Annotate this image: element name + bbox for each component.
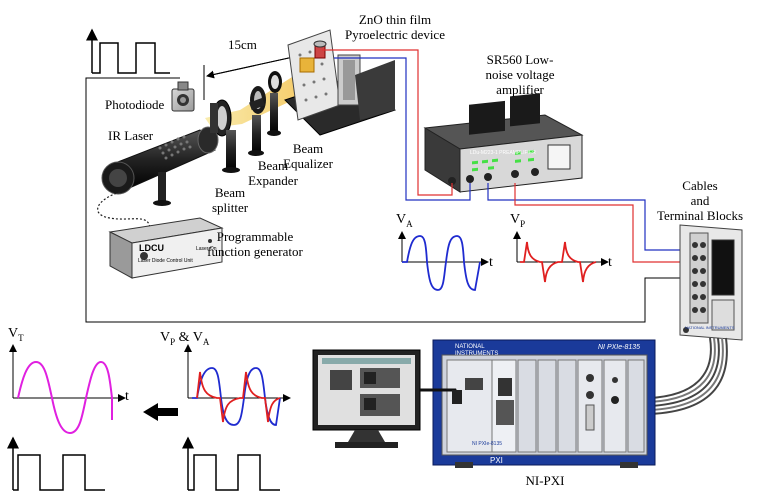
beam-splitter-label-2: splitter — [211, 200, 249, 215]
distance-label: 15cm — [228, 37, 257, 52]
vpva-label: VP & VA — [160, 330, 210, 347]
laser-cable — [97, 191, 151, 231]
pfg-label-2: function generator — [207, 244, 303, 259]
cables-label-2: and — [690, 193, 710, 208]
top-square-wave — [86, 28, 170, 74]
vt-t-label: t — [125, 389, 129, 404]
ir-laser-label: IR Laser — [108, 128, 154, 143]
beam-expander-label-1: Beam — [257, 158, 289, 173]
tb-brand-text: NATIONAL INSTRUMENTS — [685, 325, 735, 330]
monitor — [312, 349, 421, 448]
ni-pxi-chassis — [432, 339, 656, 468]
zno-label: ZnO thin film — [358, 12, 432, 27]
pyro-label: Pyroelectric device — [345, 27, 445, 42]
pxi-brand-2: INSTRUMENTS — [455, 351, 499, 357]
sr560-label-1: SR560 Low- — [486, 52, 554, 67]
flow-arrow-left — [143, 403, 178, 421]
ldcu-text: LDCU — [139, 243, 164, 253]
pfg-label-1: Programmable — [216, 229, 294, 244]
signal-wires — [322, 49, 680, 263]
monitor-connector — [452, 390, 462, 404]
beam-expander — [248, 71, 282, 156]
va-waveform — [398, 231, 489, 291]
ribbon-cable — [649, 337, 728, 415]
sr560-label-2: noise voltage — [485, 67, 555, 82]
pxi-model-text: NI PXIe-8135 — [598, 344, 641, 351]
system-loop-line — [85, 77, 680, 323]
vpva-waveform — [184, 344, 291, 426]
beam-equalizer-stage — [284, 29, 396, 136]
vpva-square-wave — [182, 436, 280, 491]
vp-t-label: t — [608, 255, 612, 270]
pxi-chassis-text: PXI — [490, 456, 503, 465]
pxi-brand-1: NATIONAL — [455, 344, 485, 350]
vt-waveform — [9, 344, 126, 435]
terminal-block — [679, 224, 743, 341]
va-t-label: t — [489, 255, 493, 270]
sr560-label-3: amplifier — [496, 82, 544, 97]
va-label: VA — [396, 212, 413, 229]
beam-equalizer-label-2: Equalizer — [283, 156, 333, 171]
ldcu-on-text: Laser On — [196, 246, 217, 252]
cables-label-1: Cables — [682, 178, 718, 193]
photodiode — [171, 81, 195, 112]
vp-waveform — [513, 231, 609, 283]
nipxi-label: NI-PXI — [525, 473, 565, 488]
beam-splitter-label-1: Beam — [214, 185, 246, 200]
ir-laser — [101, 126, 219, 206]
cables-label-3: Terminal Blocks — [656, 208, 744, 223]
vt-square-wave — [6, 436, 105, 491]
beam-equalizer-label-1: Beam — [292, 141, 324, 156]
photodiode-label: Photodiode — [105, 97, 165, 112]
preamp-text: LDu-M223-1 PREAMPLIFIER — [470, 150, 536, 156]
sr560-amplifier — [423, 93, 584, 193]
beam-splitter — [210, 99, 240, 173]
ldcu-box — [108, 217, 224, 279]
beam-expander-label-2: Expander — [248, 173, 298, 188]
vp-label: VP — [510, 212, 526, 229]
ldcu-sub-text: Laser Diode Control Unit — [138, 258, 193, 264]
pxi-model-small: NI PXIe-8135 — [472, 441, 503, 447]
vt-label: VT — [8, 326, 24, 343]
